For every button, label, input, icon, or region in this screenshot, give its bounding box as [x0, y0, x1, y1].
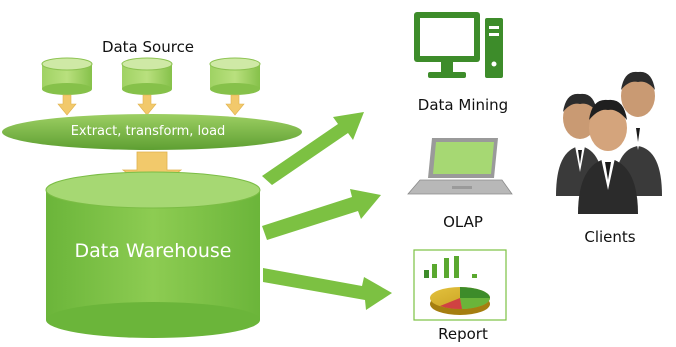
etl-process-shape	[2, 114, 302, 150]
olap-label: OLAP	[443, 213, 483, 231]
source-db-1-icon	[41, 57, 93, 95]
data-source-label: Data Source	[101, 38, 195, 56]
arrow-down-icon	[137, 94, 157, 116]
clients-label: Clients	[584, 228, 636, 246]
arrow-down-icon	[225, 94, 245, 116]
data-mining-label: Data Mining	[417, 96, 509, 114]
source-db-3-icon	[209, 57, 261, 95]
arrow-to-olap-icon	[262, 189, 381, 240]
arrow-to-report-icon	[263, 268, 392, 310]
data-warehouse-label: Data Warehouse	[74, 240, 232, 262]
arrow-to-mining-icon	[262, 112, 364, 185]
warehouse-cylinder-icon	[45, 171, 261, 338]
users-group-icon	[556, 71, 662, 214]
desktop-computer-icon	[414, 12, 503, 78]
source-db-2-icon	[121, 57, 173, 95]
report-label: Report	[438, 325, 488, 343]
arrow-down-icon	[57, 94, 77, 116]
etl-label: Extract, transform, load	[70, 124, 226, 139]
report-chart-icon	[413, 249, 507, 321]
laptop-icon	[407, 138, 513, 195]
